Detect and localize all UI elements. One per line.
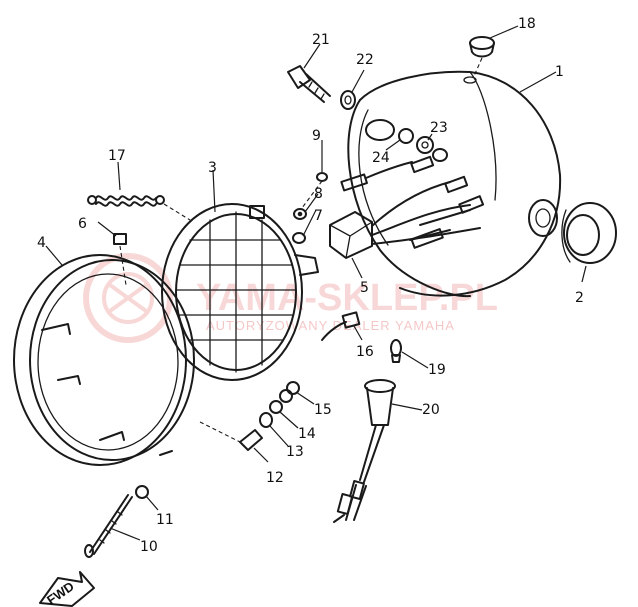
part-24-nut: [398, 128, 448, 162]
part-13-washer: [259, 412, 273, 428]
callout-1: 1: [555, 64, 564, 80]
part-14-washer: [269, 400, 283, 414]
watermark-subtext: AUTORYZOWANY DEALER YAMAHA: [206, 318, 455, 333]
part-23-washer: [416, 136, 434, 154]
callout-6: 6: [78, 216, 87, 232]
callout-22: 22: [356, 52, 374, 68]
callout-5: 5: [360, 280, 369, 296]
harness-terminals: [340, 155, 485, 249]
callout-24: 24: [372, 150, 390, 166]
part-11-nut: [135, 485, 149, 499]
part-19-pilot-bulb: [390, 339, 402, 363]
part-1-headlight-case: [347, 70, 562, 298]
callout-16: 16: [356, 344, 374, 360]
part-9-screw: [301, 172, 328, 209]
part-21-bolt: [287, 65, 331, 103]
part-6-screw: [113, 233, 127, 286]
callout-labels: 1 2 3 4 5 6 7 8 9 10 11 12 13 14 15 16 1…: [37, 16, 584, 555]
callout-10: 10: [140, 539, 158, 555]
callout-19: 19: [428, 362, 446, 378]
callout-14: 14: [298, 426, 316, 442]
part-17-spring: [87, 195, 191, 221]
part-18-plug: [469, 36, 495, 77]
part-22-washer: [340, 90, 356, 110]
part-7-nut: [292, 232, 306, 244]
callout-11: 11: [156, 512, 174, 528]
callout-13: 13: [286, 444, 304, 460]
part-5-connector: [329, 181, 481, 259]
watermark-logo: [83, 253, 173, 343]
part-2-grommet: [561, 202, 617, 264]
part-15-nut: [279, 381, 300, 403]
part-3-sealed-beam: [161, 203, 319, 381]
callout-20: 20: [422, 402, 440, 418]
part-8-washer: [293, 208, 307, 220]
callout-3: 3: [208, 160, 217, 176]
part-16-connector: [321, 311, 361, 341]
callout-12: 12: [266, 470, 284, 486]
watermark: YAMA-SKLEP.PL AUTORYZOWANY DEALER YAMAHA: [83, 253, 498, 343]
callout-8: 8: [314, 186, 323, 202]
callout-15: 15: [314, 402, 332, 418]
fwd-arrow-icon: FWD: [39, 571, 95, 607]
part-4-headlight-rim: [13, 254, 195, 466]
callout-7: 7: [314, 208, 323, 224]
callout-9: 9: [312, 128, 321, 144]
part-12-collar: [199, 421, 263, 451]
part-10-adjusting-screw: [84, 494, 133, 558]
callout-4: 4: [37, 235, 46, 251]
part-20-pilot-socket: [333, 379, 396, 523]
fwd-label: FWD: [44, 578, 77, 607]
leader-lines: [45, 25, 587, 541]
callout-18: 18: [518, 16, 536, 32]
callout-17: 17: [108, 148, 126, 164]
callout-23: 23: [430, 120, 448, 136]
callout-2: 2: [575, 290, 584, 306]
callout-21: 21: [312, 32, 330, 48]
watermark-text: YAMA-SKLEP.PL: [196, 277, 498, 319]
